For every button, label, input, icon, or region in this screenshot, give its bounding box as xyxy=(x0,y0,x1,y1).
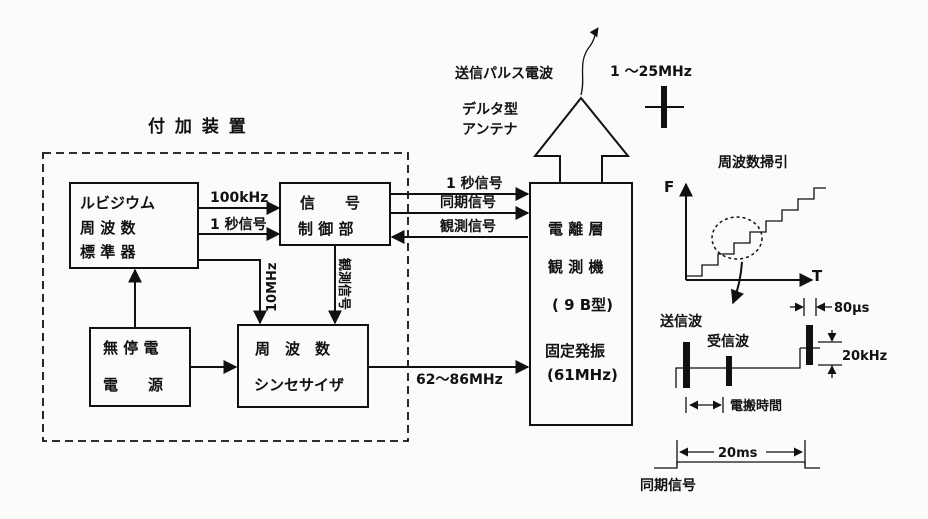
signal-control-block: 信 号 制 御 部 xyxy=(279,182,391,246)
ups-block: 無 停 電 電 源 xyxy=(89,327,191,407)
signal-control-line-1: 信 号 xyxy=(300,194,360,212)
rubidium-frequency-standard-block: ルビジウム 周 波 数 標 準 器 xyxy=(69,182,199,269)
propagation-label: 電搬時間 xyxy=(730,398,782,414)
ups-line-1: 無 停 電 xyxy=(103,339,158,357)
rubidium-line-2: 周 波 数 xyxy=(80,219,136,237)
line-10mhz xyxy=(198,259,267,325)
freq-step-label: 20kHz xyxy=(842,349,887,364)
sweep-y-axis-label: F xyxy=(664,178,674,196)
pulse-width-label: 80μs xyxy=(834,301,870,316)
signal-control-line-2: 制 御 部 xyxy=(298,220,353,238)
auxiliary-unit-boundary xyxy=(42,152,409,442)
ionosonde-line-1: 電 離 層 xyxy=(548,220,603,238)
antenna-type-line-2: アンテナ xyxy=(462,122,517,138)
tx-pulse-label: 送信パルス電波 xyxy=(454,65,554,82)
sync-signal-label: 同期信号 xyxy=(640,477,696,494)
ionosonde-line-5: (61MHz) xyxy=(547,366,618,384)
sweep-staircase xyxy=(686,187,826,277)
rx-wave-label: 受信波 xyxy=(707,333,750,350)
rx-pulse-bar xyxy=(726,356,732,386)
label-obs-in: 観測信号 xyxy=(440,218,496,235)
rubidium-line-3: 標 準 器 xyxy=(80,243,136,261)
rubidium-line-1: ルビジウム xyxy=(80,194,155,212)
delta-antenna-arrow xyxy=(532,96,631,183)
frequency-synthesizer-block: 周 波 数 シンセサイザ xyxy=(237,324,369,408)
ups-line-2: 電 源 xyxy=(103,376,163,394)
sweep-x-axis-label: T xyxy=(812,267,823,285)
ionosonde-line-2: 観 測 機 xyxy=(548,258,603,276)
synth-line-2: シンセサイザ xyxy=(254,376,344,394)
tx-freq-label: 1 ～25MHz xyxy=(610,64,692,80)
sweep-title: 周波数掃引 xyxy=(718,154,788,171)
period-label-bg xyxy=(714,442,766,460)
period-label: 20ms xyxy=(718,446,758,461)
zoom-arrow xyxy=(730,261,745,305)
label-obs-vertical: 観測信号 xyxy=(336,257,352,310)
next-pulse-bar xyxy=(806,325,813,365)
antenna-type-line-1: デルタ型 xyxy=(462,101,518,118)
tx-wave-label: 送信波 xyxy=(659,313,703,330)
label-62-86mhz: 62～86MHz xyxy=(416,372,503,388)
ionosonde-line-4: 固定発振 xyxy=(545,342,605,360)
timing-baseline xyxy=(675,348,801,388)
tx-pulse-bar xyxy=(683,342,690,388)
label-1sec-internal: 1 秒信号 xyxy=(210,216,267,233)
ionosonde-block: 電 離 層 観 測 機 ( 9 B型) 固定発振 (61MHz) xyxy=(529,182,633,426)
sync-signal-trace xyxy=(654,461,820,469)
ionosonde-line-3: ( 9 B型) xyxy=(552,296,613,314)
label-100khz: 100kHz xyxy=(210,190,268,206)
auxiliary-unit-title: 付 加 装 置 xyxy=(148,116,248,137)
label-1sec-out: 1 秒信号 xyxy=(446,175,503,192)
label-10mhz: 10MHz xyxy=(265,263,280,312)
transmit-wave-squiggle xyxy=(580,27,599,96)
synth-line-1: 周 波 数 xyxy=(255,340,331,358)
label-sync-out: 同期信号 xyxy=(440,194,496,211)
sweep-zoom-circle xyxy=(711,216,763,260)
